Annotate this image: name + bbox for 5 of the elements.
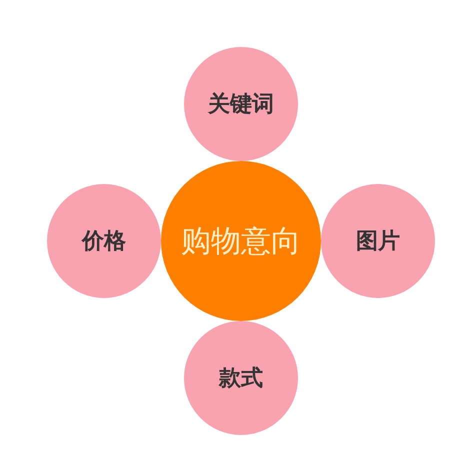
circle-label: 价格 xyxy=(82,228,126,256)
circle-label: 购物意向 xyxy=(181,222,301,260)
circle-label: 关键词 xyxy=(208,91,274,119)
circle-label: 图片 xyxy=(356,228,400,256)
circle-label: 款式 xyxy=(219,365,263,393)
